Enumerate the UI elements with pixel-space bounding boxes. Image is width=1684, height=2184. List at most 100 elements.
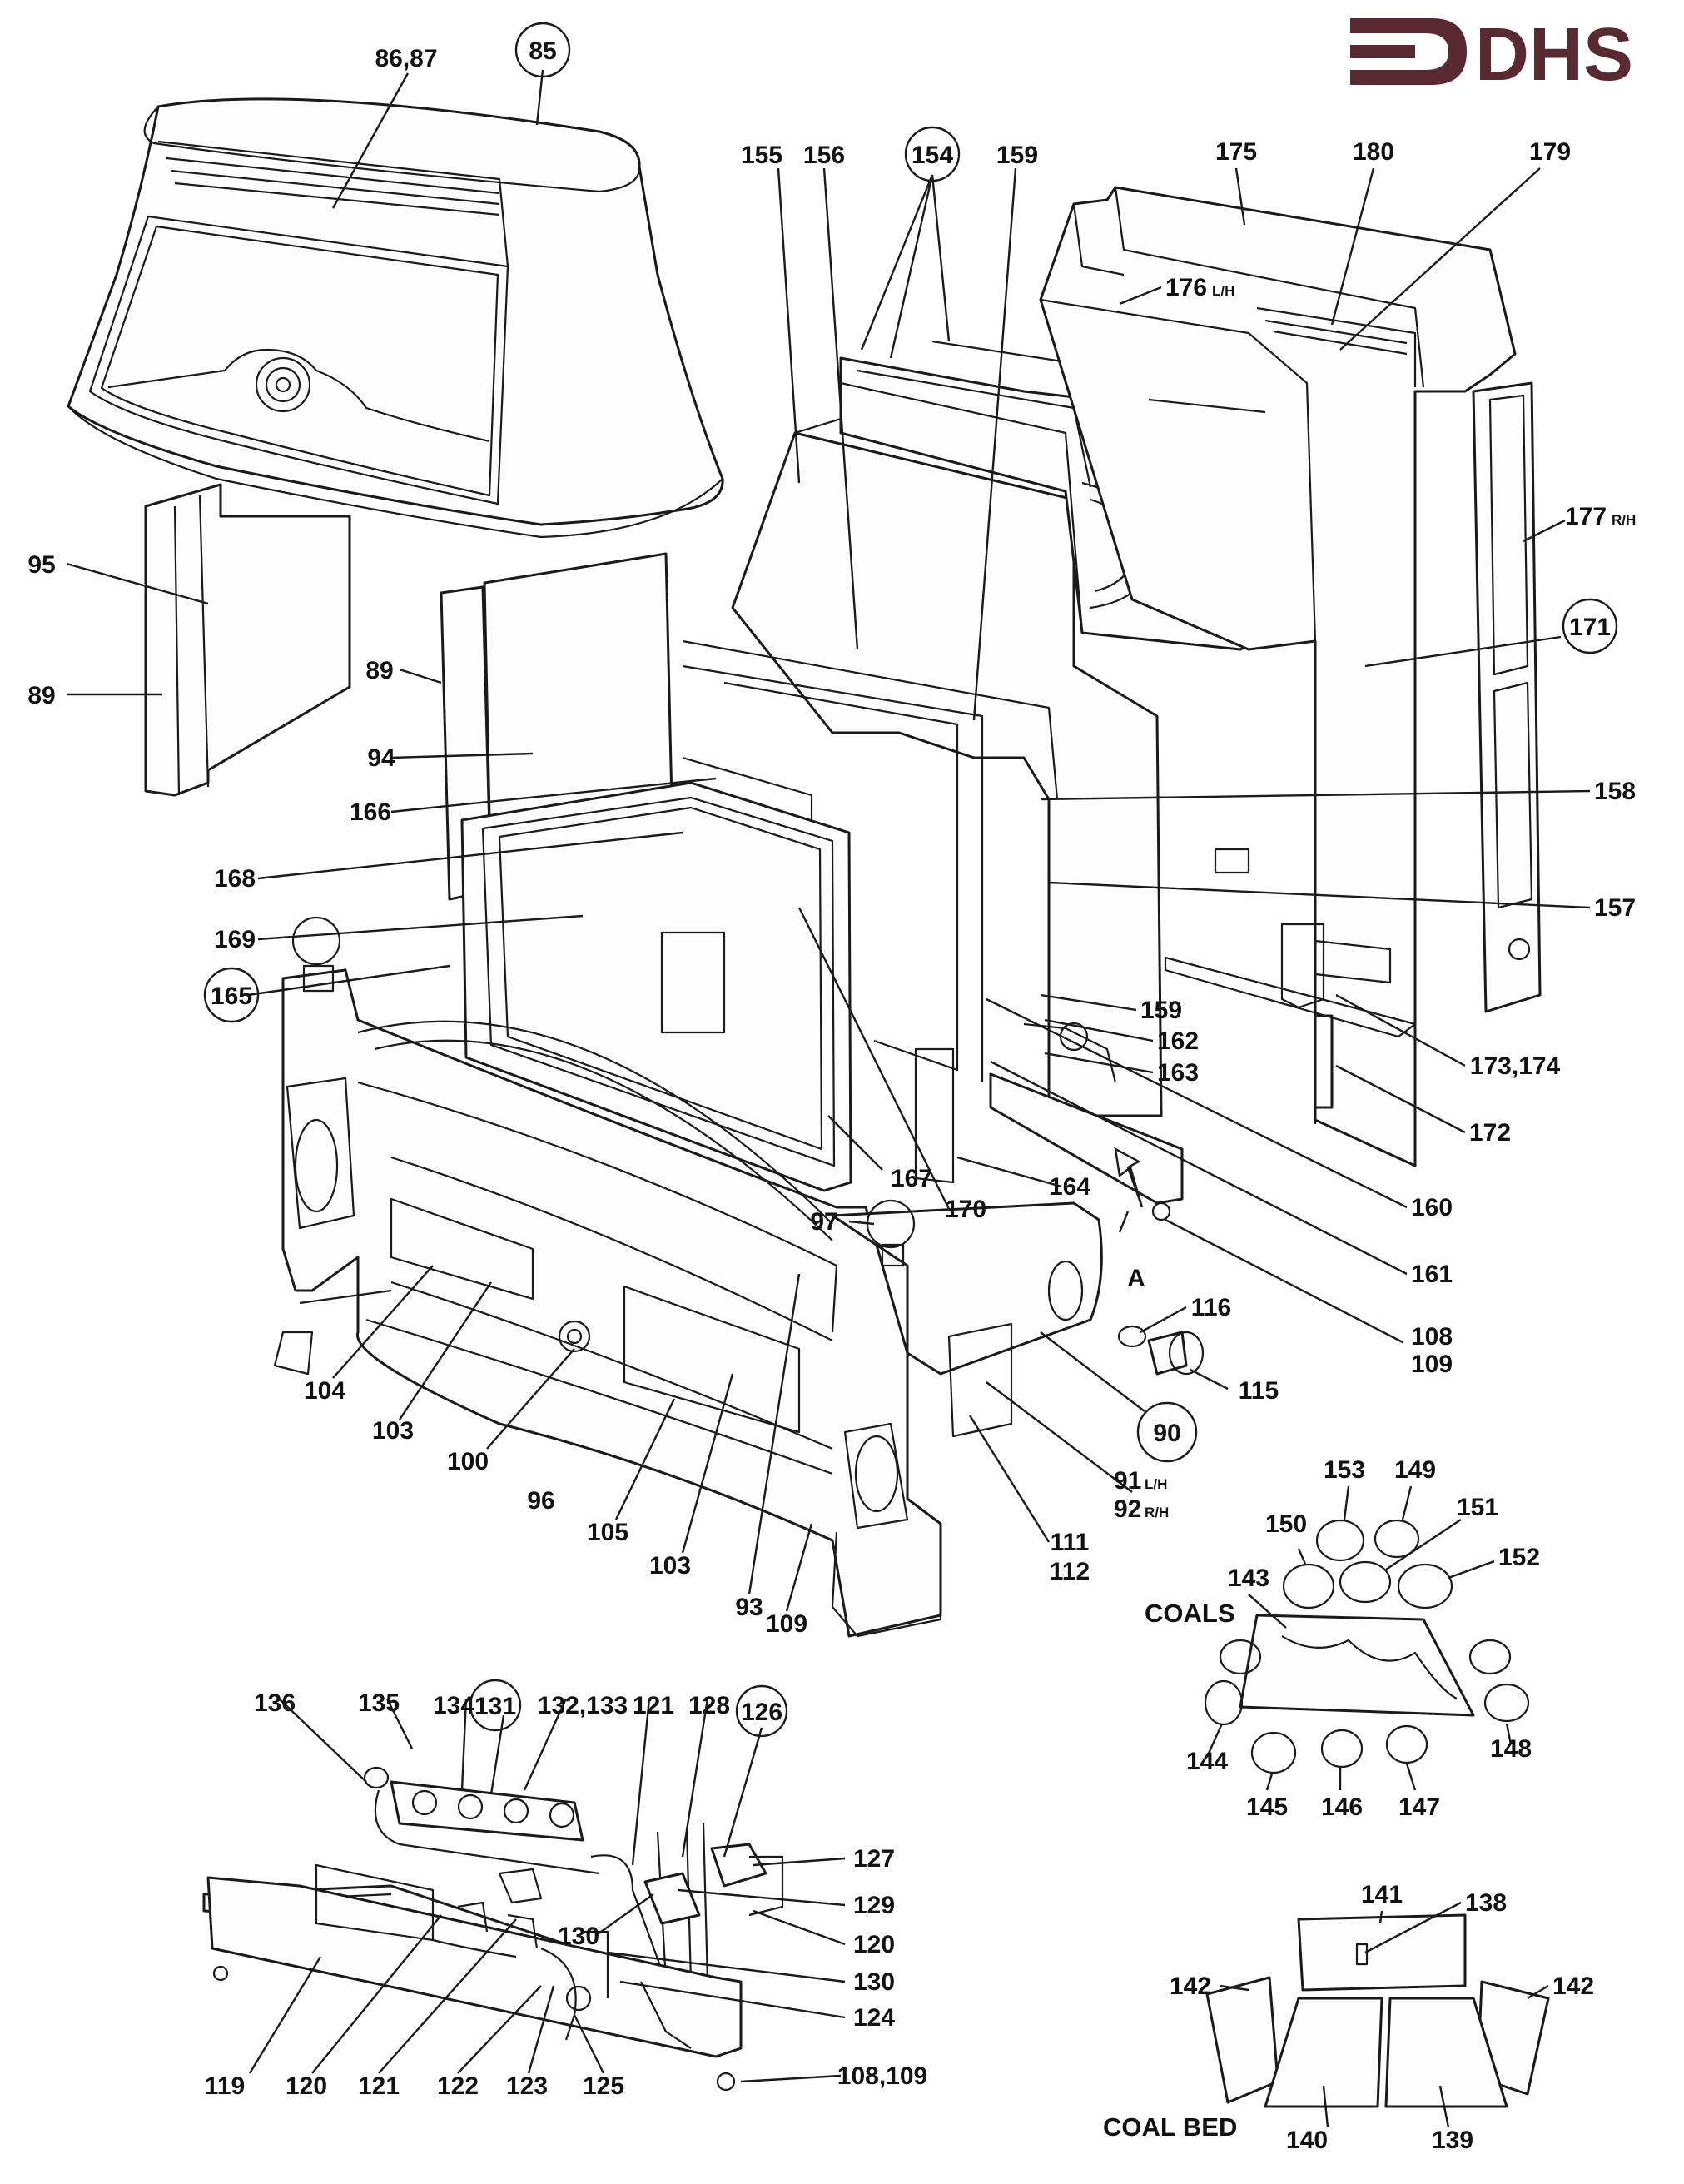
callout-149: 149 <box>1394 1456 1436 1484</box>
side-louvre-panel-part <box>1472 381 1542 1013</box>
rear-panel-part <box>1039 186 1517 1167</box>
callout-131: 131 <box>474 1693 516 1720</box>
front-fender-part <box>273 916 1103 1638</box>
dhs-logo: DHS <box>1350 13 1633 97</box>
callout-125: 125 <box>583 2072 624 2100</box>
logo-text: DHS <box>1475 13 1633 97</box>
callout-176-suffix: L/H <box>1212 283 1234 299</box>
callout-86-87: 86,87 <box>375 45 437 72</box>
callout-158: 158 <box>1594 778 1636 805</box>
callout-154: 154 <box>912 142 953 169</box>
callout-91-suffix: L/H <box>1145 1476 1167 1492</box>
callout-126: 126 <box>741 1699 782 1726</box>
firebox-door-frame-part <box>460 756 852 1192</box>
callout-139: 139 <box>1432 2127 1473 2154</box>
callout-152: 152 <box>1498 1544 1540 1571</box>
callout-141: 141 <box>1361 1881 1403 1908</box>
callout-147: 147 <box>1398 1793 1440 1821</box>
callout-173-174: 173,174 <box>1470 1052 1561 1080</box>
callout-130-right: 130 <box>853 1968 895 1996</box>
callout-146: 146 <box>1321 1793 1363 1821</box>
coals-group <box>1204 1519 1530 1774</box>
callout-159-mid: 159 <box>1140 997 1182 1024</box>
callout-145: 145 <box>1246 1793 1288 1821</box>
callout-89-right: 89 <box>365 657 393 684</box>
callout-108-right: 108 <box>1411 1323 1453 1351</box>
callout-175: 175 <box>1215 138 1257 166</box>
callout-161: 161 <box>1411 1261 1453 1288</box>
callout-112: 112 <box>1050 1558 1090 1585</box>
callout-165: 165 <box>211 983 252 1010</box>
canopy-hood-part <box>67 97 724 539</box>
coal-bed-caption: COAL BED <box>1103 2112 1237 2142</box>
callout-124: 124 <box>853 2004 895 2032</box>
callout-157: 157 <box>1594 894 1636 922</box>
callout-144: 144 <box>1186 1748 1228 1775</box>
callout-109-front: 109 <box>766 1610 807 1638</box>
callout-134: 134 <box>433 1692 474 1719</box>
callout-143: 143 <box>1228 1565 1269 1592</box>
callout-119: 119 <box>205 2072 245 2100</box>
callout-93: 93 <box>735 1594 763 1621</box>
callout-170: 170 <box>945 1196 986 1223</box>
callout-153: 153 <box>1324 1456 1365 1484</box>
callout-111: 111 <box>1051 1529 1090 1556</box>
callout-162: 162 <box>1157 1027 1199 1055</box>
callout-176: 176 <box>1165 274 1207 301</box>
callout-97: 97 <box>810 1208 837 1236</box>
callout-91: 91 <box>1114 1467 1141 1495</box>
callout-163: 163 <box>1157 1059 1199 1087</box>
callout-140: 140 <box>1286 2127 1328 2154</box>
callout-142-left: 142 <box>1170 1973 1211 2000</box>
callout-148: 148 <box>1490 1735 1532 1763</box>
callout-142-right: 142 <box>1552 1973 1594 2000</box>
callout-85: 85 <box>529 37 556 65</box>
callout-122: 122 <box>437 2072 479 2100</box>
callout-168: 168 <box>214 865 256 893</box>
callout-179: 179 <box>1529 138 1571 166</box>
callout-90: 90 <box>1153 1420 1180 1447</box>
callout-160: 160 <box>1411 1194 1453 1221</box>
side-panel-left-part <box>144 483 351 797</box>
callout-121-bottom: 121 <box>358 2072 400 2100</box>
callout-127: 127 <box>853 1845 895 1873</box>
callout-180: 180 <box>1353 138 1394 166</box>
callout-128: 128 <box>688 1692 730 1719</box>
callout-108-109-bottom: 108,109 <box>837 2062 927 2090</box>
burner-assembly-part <box>202 1766 784 2092</box>
callout-103-right: 103 <box>649 1552 691 1580</box>
callout-105: 105 <box>587 1519 628 1546</box>
callout-109-right: 109 <box>1411 1351 1453 1378</box>
coals-caption: COALS <box>1145 1599 1235 1628</box>
callout-96: 96 <box>527 1487 554 1515</box>
callout-116: 116 <box>1191 1294 1231 1321</box>
callout-172: 172 <box>1469 1119 1511 1147</box>
callout-177: 177 <box>1565 503 1607 530</box>
callout-166: 166 <box>350 798 391 826</box>
callout-177-suffix: R/H <box>1612 512 1636 528</box>
callout-100: 100 <box>447 1448 489 1475</box>
callout-circles <box>203 22 1618 1738</box>
callout-155: 155 <box>741 142 782 169</box>
burner-rail-part <box>914 1022 1184 1221</box>
callout-132-133: 132,133 <box>538 1692 628 1719</box>
callout-130-mid: 130 <box>558 1923 599 1950</box>
callout-95: 95 <box>27 551 55 579</box>
leader-lines <box>66 69 1591 2128</box>
callout-135: 135 <box>358 1689 400 1717</box>
callout-120-right: 120 <box>853 1931 895 1958</box>
callout-164: 164 <box>1049 1173 1090 1201</box>
callout-labels: 85 86,87 155 156 154 159 175 180 179 176… <box>27 37 1636 2154</box>
coal-bed-group <box>1205 1913 1550 2108</box>
callout-136: 136 <box>254 1689 296 1717</box>
callout-171: 171 <box>1569 614 1611 641</box>
callout-138: 138 <box>1465 1889 1507 1917</box>
callout-169: 169 <box>214 926 256 953</box>
callout-129: 129 <box>853 1892 895 1919</box>
callout-123: 123 <box>506 2072 548 2100</box>
callout-103-left: 103 <box>372 1417 414 1445</box>
mounting-bracket-part <box>1164 923 1417 1109</box>
callout-A: A <box>1127 1265 1145 1292</box>
callout-92: 92 <box>1114 1495 1141 1523</box>
callout-115: 115 <box>1239 1377 1279 1405</box>
